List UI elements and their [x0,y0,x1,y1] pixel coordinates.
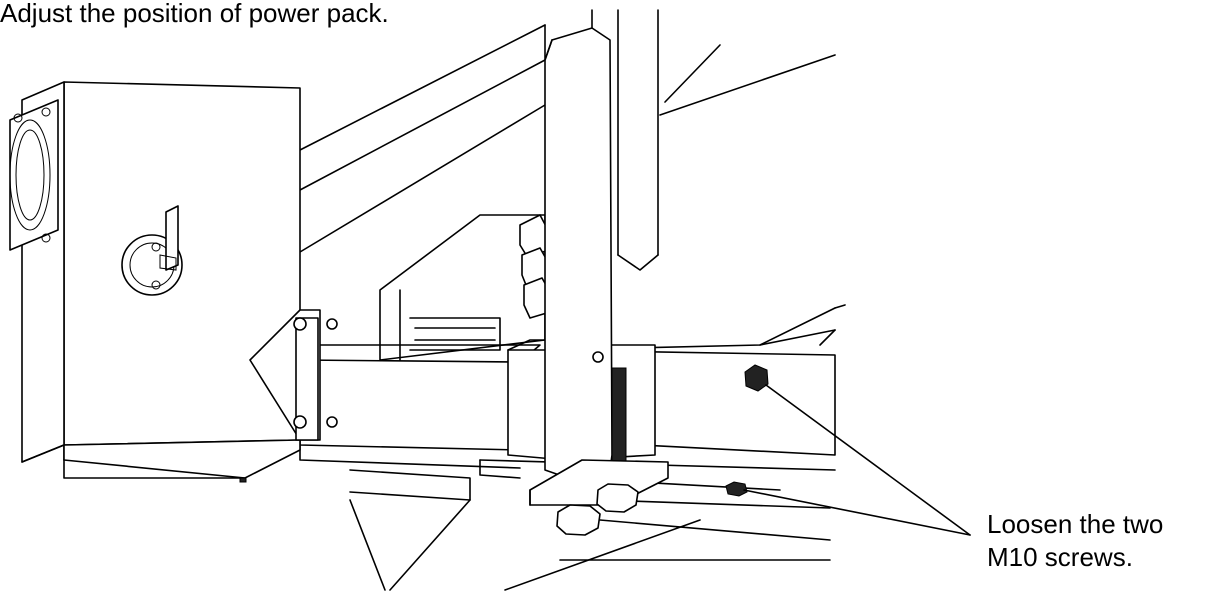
m10-screw-lower [725,481,748,497]
side-vent [9,99,59,251]
callout-line-2: M10 screws. [987,542,1133,572]
square-tube-arm [289,344,541,469]
vertical-plate [544,27,613,479]
instruction-text: Adjust the position of power pack. [0,0,389,28]
lower-strut [349,469,471,591]
gusset-plate [249,309,338,441]
key-switch [121,205,183,296]
callout-leader-lines [743,384,971,536]
bottom-nut-left [556,504,601,536]
m10-screw-upper [744,364,769,392]
callout-line-1: Loosen the two [987,509,1164,539]
callout-label: Loosen the two M10 screws. [987,508,1163,574]
stacked-nuts [519,214,551,319]
threaded-rod [611,367,627,469]
bottom-nut-right [596,483,639,513]
diagonal-frame-bar [299,24,836,253]
